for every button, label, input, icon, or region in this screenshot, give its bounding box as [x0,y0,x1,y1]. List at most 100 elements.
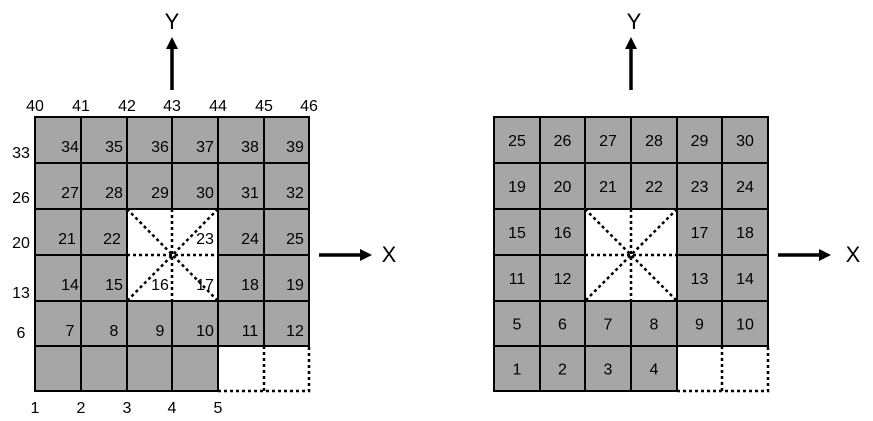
mesh-cell [126,116,173,164]
y-axis-label: Y [627,9,642,34]
mesh-cell [34,162,82,210]
y-axis-arrow-head [625,37,637,49]
element-label: 30 [196,185,214,202]
element-label: 29 [691,133,709,150]
node-label: 26 [12,190,30,207]
element-label: 21 [58,231,76,248]
element-label: 19 [286,277,304,294]
element-label: 17 [691,225,709,242]
node-label: 4 [168,400,177,417]
element-label: 31 [241,185,259,202]
mesh-cell [539,116,586,164]
element-label: 4 [650,362,659,379]
mesh-cell [171,300,219,347]
element-label: 7 [604,317,613,334]
mesh-cell [80,345,128,392]
mesh-cell [263,300,310,347]
mesh-cell [584,116,632,164]
mesh-cell [34,300,82,347]
mesh-cell [217,254,265,302]
element-label: 15 [508,225,526,242]
element-label: 7 [66,323,75,340]
element-label: 14 [61,277,79,294]
mesh-cell [80,208,128,256]
element-label: 3 [604,362,613,379]
node-label: 20 [12,235,30,252]
mesh-cell [676,208,723,256]
notch-outline [677,346,770,393]
hole-diagonal [584,208,678,302]
node-label: 3 [123,400,132,417]
mesh-cell [34,208,82,256]
mesh-cell [217,116,265,164]
mesh-cell [80,300,128,347]
mesh-cell [80,116,128,164]
x-axis-label: X [846,242,861,267]
mesh-cell [263,162,310,210]
mesh-cell [584,345,632,392]
element-label: 11 [242,323,259,340]
element-label: 8 [110,323,119,340]
element-label: 38 [241,139,259,156]
element-label: 12 [554,271,572,288]
element-label: 8 [650,317,659,334]
element-label: 28 [645,133,663,150]
element-label: 10 [736,317,754,334]
element-label: 12 [286,323,304,340]
mesh-cell [217,162,265,210]
mesh-cell [721,254,769,302]
element-label: 27 [599,133,617,150]
element-label: 16 [151,277,169,294]
mesh-cell [584,162,632,210]
mesh-cell [721,162,769,210]
element-label: 36 [151,139,169,156]
element-label: 25 [286,231,304,248]
element-label: 16 [554,225,572,242]
element-label: 24 [736,179,754,196]
element-label: 39 [286,139,304,156]
x-axis-arrow-head [819,249,831,261]
element-label: 9 [695,317,704,334]
node-label: 44 [209,98,227,115]
element-label: 20 [554,179,572,196]
element-label: 1 [513,362,522,379]
node-label: 45 [255,98,273,115]
mesh-cell [584,300,632,347]
element-label: 17 [196,277,214,294]
mesh-cell [539,254,586,302]
element-label: 27 [61,185,79,202]
element-label: 32 [286,185,304,202]
mesh-cell [263,208,310,256]
mesh-cell [34,345,82,392]
node-label: 5 [214,400,223,417]
element-label: 24 [241,231,259,248]
element-label: 23 [196,231,214,248]
mesh-cell [126,300,173,347]
element-label: 19 [508,179,526,196]
mesh-cell [493,116,541,164]
node-label: 33 [12,145,30,162]
element-label: 2 [558,362,567,379]
node-label: 43 [163,98,181,115]
element-label: 14 [736,271,754,288]
mesh-cell [171,116,219,164]
mesh-cell [493,162,541,210]
element-label: 28 [105,185,123,202]
element-label: 37 [196,139,214,156]
node-label: 13 [12,285,30,302]
mesh-cell [676,162,723,210]
element-label: 35 [105,139,123,156]
element-label: 23 [691,179,709,196]
node-label: 40 [26,98,44,115]
mesh-cell [263,116,310,164]
node-label: 41 [72,98,90,115]
node-label: 46 [300,98,318,115]
y-axis-arrow-head [166,37,178,49]
node-label: 1 [31,400,40,417]
element-label: 18 [241,277,259,294]
element-label: 30 [736,133,754,150]
y-axis-label: Y [165,9,180,34]
element-label: 22 [103,231,121,248]
